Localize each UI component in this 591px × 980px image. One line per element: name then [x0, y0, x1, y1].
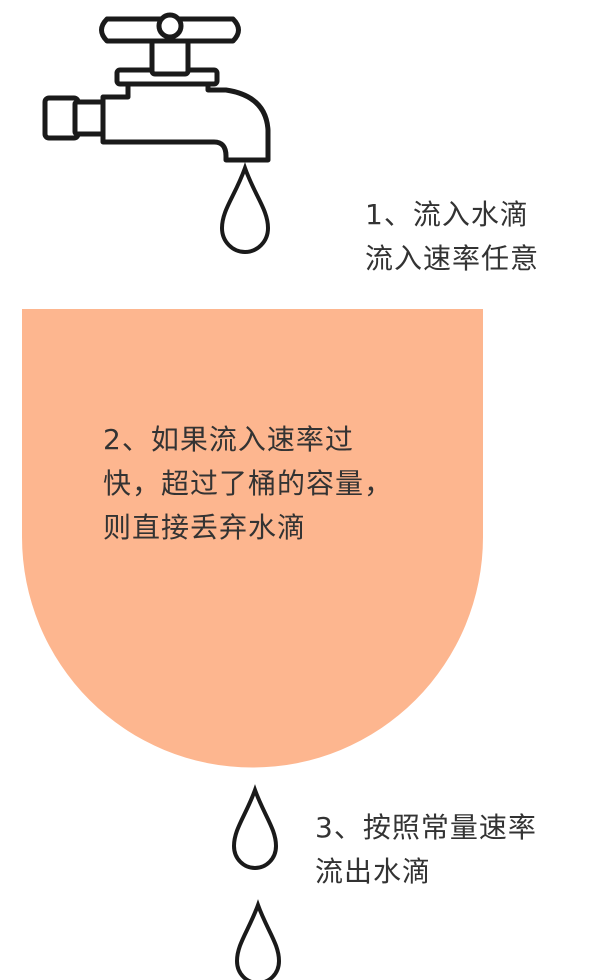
step1-label: 1、流入水滴 流入速率任意 — [365, 193, 539, 281]
step3-line2: 流出水滴 — [315, 855, 432, 888]
step1-line1: 1、流入水滴 — [365, 198, 529, 231]
bucket-icon — [22, 309, 483, 768]
step2-label: 2、如果流入速率过 快，超过了桶的容量， 则直接丢弃水滴 — [103, 418, 393, 550]
step2-line2: 快，超过了桶的容量， — [103, 467, 394, 500]
step2-line1: 2、如果流入速率过 — [103, 423, 354, 456]
step3-label: 3、按照常量速率 流出水滴 — [315, 806, 537, 894]
step3-line1: 3、按照常量速率 — [315, 811, 537, 844]
step2-line3: 则直接丢弃水滴 — [103, 511, 307, 544]
step1-line2: 流入速率任意 — [365, 242, 540, 275]
faucet-icon — [42, 12, 271, 163]
water-drop-icon — [231, 784, 279, 871]
water-drop-icon — [219, 162, 271, 255]
water-drop-icon — [234, 899, 282, 980]
